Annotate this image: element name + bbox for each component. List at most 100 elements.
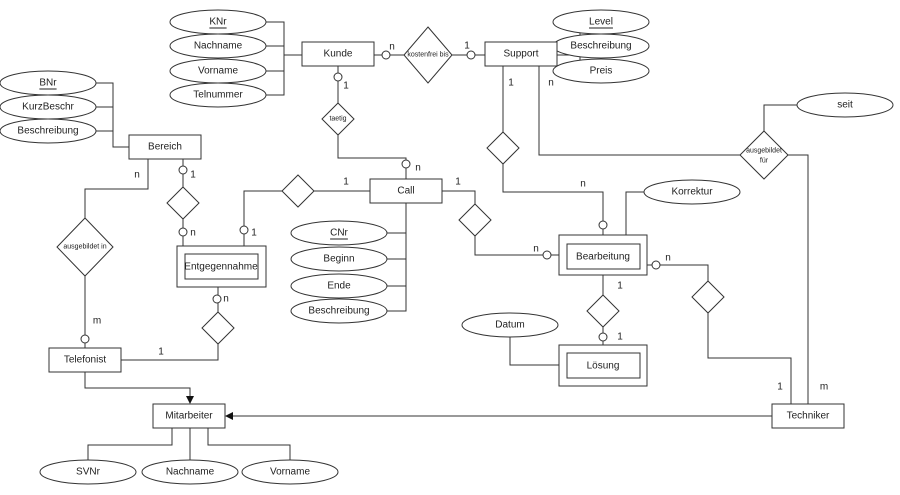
label: Entgegennahme [184, 262, 258, 273]
label: Preis [590, 66, 613, 77]
entity-entgegennahme[interactable]: Entgegennahme [176, 245, 267, 288]
attribute-nachname[interactable]: Nachname [169, 33, 267, 59]
label: Level [589, 17, 613, 28]
label: Nachname [166, 467, 215, 478]
cardinality: n [415, 163, 421, 174]
entities: Kunde Support Bereich Call Entgegennahme… [48, 41, 845, 429]
relationship-bearbeitung-techniker[interactable] [691, 280, 725, 314]
cardinality: n [665, 253, 671, 264]
entity-call[interactable]: Call [369, 178, 443, 204]
cardinality: m [820, 382, 828, 393]
cardinality: 1 [251, 228, 257, 239]
label: für [760, 158, 769, 165]
attribute-telnummer[interactable]: Telnummer [169, 82, 267, 108]
attribute-seit[interactable]: seit [796, 92, 894, 118]
participation-markers [80, 50, 661, 344]
label: Vorname [270, 467, 310, 478]
relationship-kostenfrei-bis[interactable]: kostenfrei bis [403, 26, 453, 84]
entity-mitarbeiter[interactable]: Mitarbeiter [152, 403, 226, 429]
label: ausgebildet [746, 148, 782, 155]
cardinality: n [190, 228, 196, 239]
label: BNr [39, 78, 57, 89]
cardinalities: n 1 1 n n m 1 n 1 1 n 1 1 n 1 n n m n 1 … [93, 41, 828, 393]
attribute-vorname[interactable]: Vorname [241, 459, 339, 485]
entity-telefonist[interactable]: Telefonist [48, 347, 122, 373]
attribute-beginn[interactable]: Beginn [290, 246, 388, 272]
entity-techniker[interactable]: Techniker [771, 403, 845, 429]
attributes: KNr Nachname Vorname Telnummer Level Bes… [0, 9, 894, 485]
cardinality: 1 [343, 177, 349, 188]
attribute-ende[interactable]: Ende [290, 273, 388, 299]
entity-loesung[interactable]: Lösung [558, 344, 648, 387]
label: Bereich [148, 142, 182, 153]
relationship-call-entgegennahme[interactable] [281, 174, 315, 208]
label: SVNr [76, 467, 101, 478]
attribute-preis[interactable]: Preis [552, 58, 650, 84]
attribute-beschreibung[interactable]: Beschreibung [290, 298, 388, 324]
label: Ende [327, 281, 351, 292]
cardinality: n [533, 244, 539, 255]
attribute-vorname[interactable]: Vorname [169, 58, 267, 84]
cardinality: 1 [158, 347, 164, 358]
label: Beschreibung [17, 126, 78, 137]
cardinality: 1 [617, 281, 623, 292]
label: Beschreibung [308, 306, 369, 317]
entity-support[interactable]: Support [484, 41, 558, 67]
attribute-beschreibung[interactable]: Beschreibung [552, 33, 650, 59]
attribute-knr[interactable]: KNr [169, 9, 267, 35]
cardinality: n [548, 78, 554, 89]
relationships: kostenfrei bis taetig ausgebildet in aus… [56, 26, 789, 345]
relationship-taetig[interactable]: taetig [321, 102, 355, 136]
label: Telefonist [64, 355, 106, 366]
entity-bereich[interactable]: Bereich [128, 134, 202, 160]
label: Beschreibung [570, 41, 631, 52]
relationship-ausgebildet-fuer[interactable]: ausgebildet für [739, 130, 789, 180]
relationship-bereich-entgegennahme[interactable] [166, 186, 200, 220]
label: Vorname [198, 66, 238, 77]
cardinality: n [580, 179, 586, 190]
cardinality: 1 [464, 41, 470, 52]
label: Beginn [323, 254, 354, 265]
label: CNr [330, 228, 348, 239]
attribute-datum[interactable]: Datum [461, 312, 559, 338]
relationship-ausgebildet-in[interactable]: ausgebildet in [56, 217, 114, 277]
cardinality: n [389, 42, 395, 53]
attribute-kurzbeschr[interactable]: KurzBeschr [0, 94, 97, 120]
label: Call [397, 186, 414, 197]
label: Nachname [194, 41, 243, 52]
cardinality: 1 [455, 177, 461, 188]
cardinality: 1 [777, 382, 783, 393]
label: Lösung [587, 361, 620, 372]
attribute-beschreibung[interactable]: Beschreibung [0, 118, 97, 144]
label: taetig [329, 116, 346, 123]
attribute-bnr[interactable]: BNr [0, 70, 97, 96]
label: Mitarbeiter [165, 411, 213, 422]
cardinality: 1 [508, 78, 514, 89]
label: Datum [495, 320, 524, 331]
cardinality: 1 [617, 332, 623, 343]
label: Bearbeitung [576, 252, 630, 263]
attribute-korrektur[interactable]: Korrektur [643, 179, 741, 205]
attribute-svnr[interactable]: SVNr [39, 459, 137, 485]
attribute-cnr[interactable]: CNr [290, 220, 388, 246]
label: kostenfrei bis [407, 52, 449, 59]
label: Korrektur [671, 187, 713, 198]
relationship-call-bearbeitung[interactable] [458, 203, 492, 237]
label: Techniker [787, 411, 830, 422]
relationship-support-bearbeitung[interactable] [486, 131, 520, 165]
cardinality: 1 [190, 170, 196, 181]
attribute-level[interactable]: Level [552, 9, 650, 35]
label: ausgebildet in [63, 244, 106, 251]
label: Kunde [324, 49, 353, 60]
attribute-nachname[interactable]: Nachname [141, 459, 239, 485]
label: Telnummer [193, 90, 243, 101]
cardinality: n [223, 294, 229, 305]
entity-kunde[interactable]: Kunde [301, 41, 375, 67]
entity-bearbeitung[interactable]: Bearbeitung [558, 234, 648, 276]
label: KNr [209, 17, 227, 28]
label: KurzBeschr [22, 102, 74, 113]
relationship-bearbeitung-loesung[interactable] [586, 294, 620, 328]
relationship-entgegennahme-telefonist[interactable] [201, 311, 235, 345]
label: Support [503, 49, 538, 60]
